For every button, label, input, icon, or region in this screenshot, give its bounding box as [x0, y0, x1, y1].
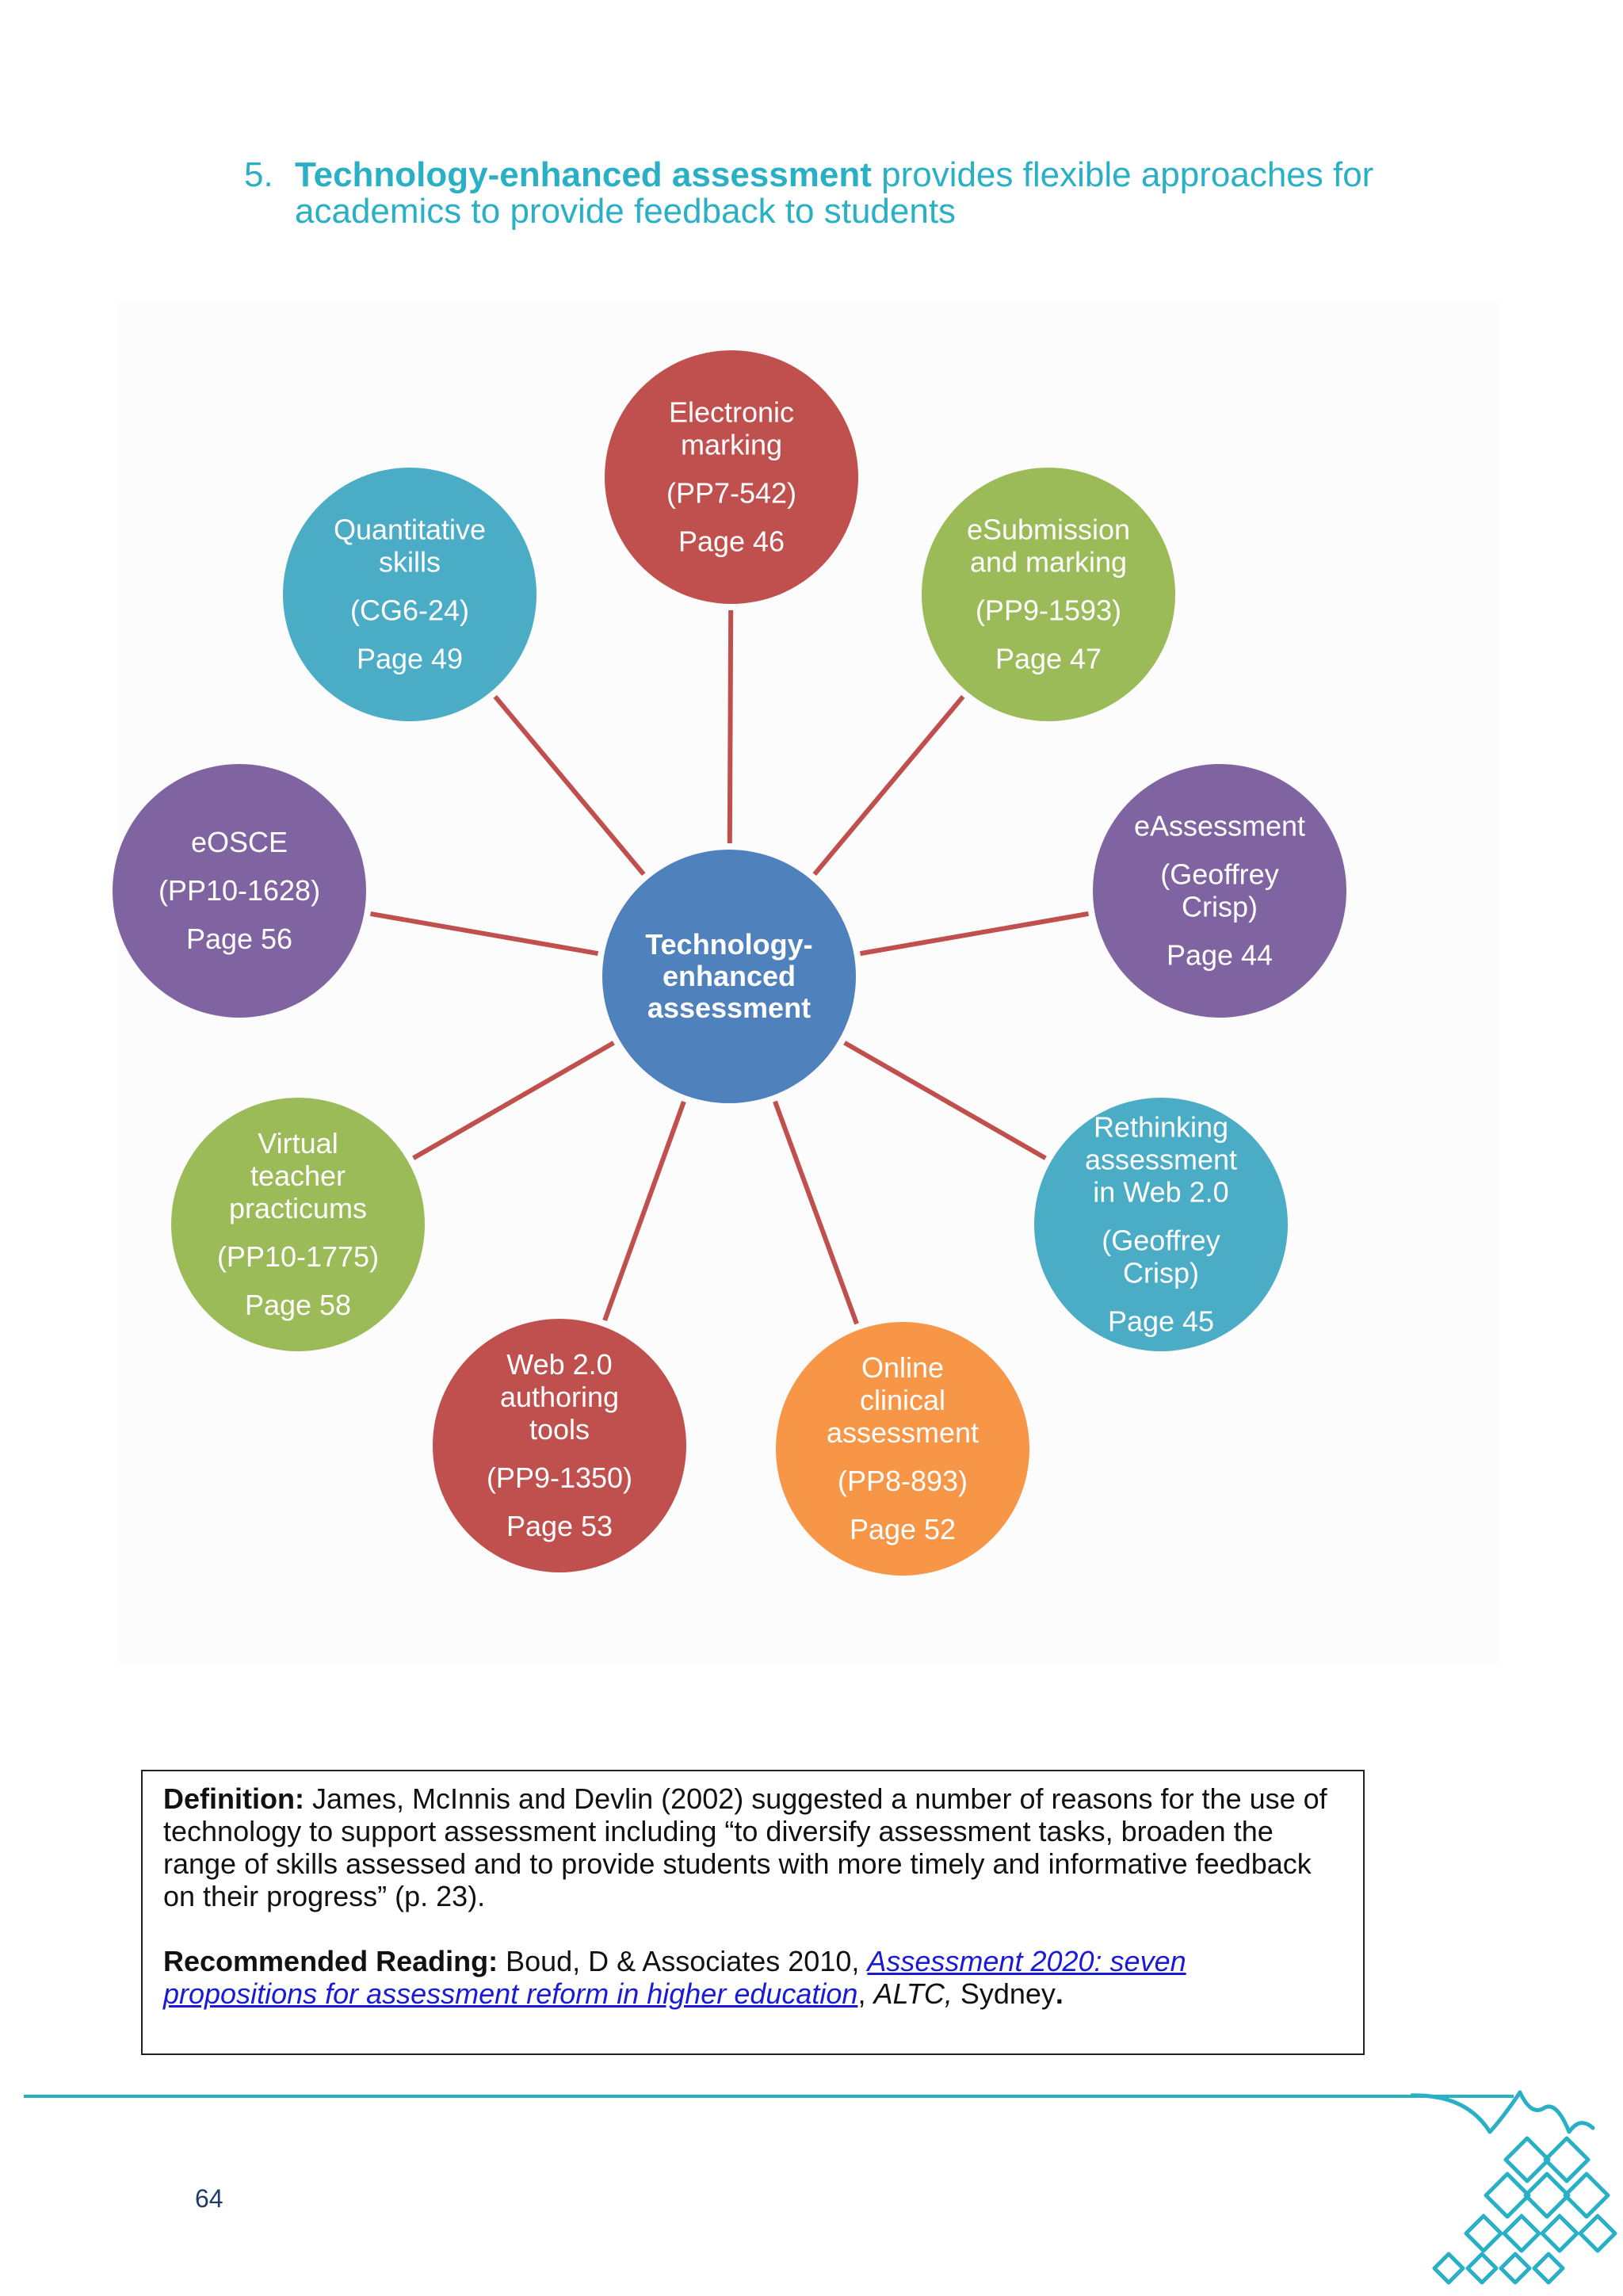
- node-label-line: Page 45: [1108, 1305, 1214, 1338]
- node-label-line: Online: [861, 1351, 944, 1384]
- connector-rethinking-assessment: [843, 1041, 1047, 1160]
- node-label-line: Page 44: [1167, 939, 1273, 972]
- node-label-line: eAssessment: [1134, 810, 1305, 842]
- node-label-line: Page 49: [357, 643, 463, 675]
- node-label-line: (Geoffrey: [1160, 858, 1278, 891]
- heading-rest: provides flexible approaches for academi…: [295, 155, 1374, 231]
- definition-label: Definition:: [163, 1782, 304, 1815]
- node-circle: [776, 1322, 1029, 1576]
- center-label-line: assessment: [647, 991, 811, 1024]
- connector-eassessment: [859, 911, 1090, 957]
- node-circle: [605, 350, 858, 604]
- node-label-line: marking: [681, 429, 782, 461]
- reading-text: Boud, D & Associates 2010,: [506, 1945, 860, 1977]
- reading-label: Recommended Reading:: [163, 1945, 498, 1977]
- node-label-line: Page 46: [678, 525, 785, 558]
- node-label-line: Quantitative: [334, 514, 486, 546]
- connector-online-clinical-assessment: [773, 1100, 859, 1325]
- node-label-line: teacher: [250, 1159, 346, 1192]
- node-label-line: assessment: [827, 1416, 979, 1449]
- node-label-line: Rethinking: [1094, 1111, 1228, 1144]
- connector-quantitative-skills: [493, 694, 646, 877]
- node-label-line: clinical: [860, 1384, 945, 1416]
- node-label-line: (CG6-24): [350, 594, 469, 627]
- node-label-line: (PP8-893): [838, 1465, 968, 1497]
- node-label-line: (PP7-542): [666, 477, 796, 510]
- connector-virtual-teacher-practicums: [412, 1041, 615, 1160]
- node-circle: [433, 1319, 686, 1572]
- section-number: 5.: [244, 155, 273, 194]
- node-circle: [113, 764, 366, 1018]
- connector-esubmission-and-marking: [812, 694, 965, 877]
- node-label-line: (PP10-1628): [158, 874, 320, 907]
- node-label-line: tools: [529, 1413, 590, 1446]
- node-label-line: (Geoffrey: [1102, 1224, 1220, 1257]
- node-label-line: in Web 2.0: [1093, 1176, 1228, 1209]
- center-label-line: enhanced: [663, 960, 796, 992]
- heading-bold-term: Technology-enhanced assessment: [295, 155, 872, 194]
- node-label-line: Page 53: [506, 1510, 613, 1542]
- node-label-line: Electronic: [669, 396, 794, 429]
- reading-paragraph: Recommended Reading: Boud, D & Associate…: [163, 1945, 1186, 2010]
- node-label-line: authoring: [500, 1381, 619, 1413]
- node-label-line: Virtual: [258, 1127, 338, 1159]
- footer-wave-logo: [1411, 2090, 1617, 2285]
- node-label-line: Page 47: [995, 643, 1102, 675]
- node-label-line: Crisp): [1182, 891, 1258, 923]
- connector-web2-authoring-tools: [602, 1100, 686, 1322]
- node-circle: [922, 468, 1175, 721]
- node-label-line: (PP10-1775): [217, 1240, 379, 1273]
- node-label-line: eSubmission: [967, 514, 1130, 546]
- node-label-line: Page 58: [245, 1289, 351, 1321]
- node-label-line: Crisp): [1123, 1257, 1199, 1289]
- reading-place: Sydney: [960, 1977, 1056, 2010]
- section-heading-text: Technology-enhanced assessment provides …: [295, 157, 1420, 230]
- footer-rule: [24, 2095, 1514, 2098]
- connector-lines: [369, 609, 1090, 1325]
- connector-eosce: [369, 911, 599, 957]
- center-circle: [602, 850, 856, 1103]
- page-number: 64: [195, 2184, 223, 2213]
- reading-end: .: [1055, 1977, 1064, 2010]
- node-label-line: eOSCE: [191, 826, 288, 858]
- node-circle: [283, 468, 537, 721]
- node-label-line: assessment: [1085, 1144, 1237, 1176]
- node-circle: [1034, 1098, 1288, 1351]
- node-label-line: and marking: [970, 546, 1127, 579]
- node-label-line: Page 52: [850, 1513, 956, 1545]
- node-circle: [171, 1098, 425, 1351]
- definition-text: James, McInnis and Devlin (2002) suggest…: [163, 1782, 1327, 1912]
- reading-publisher: ALTC,: [873, 1977, 953, 2010]
- definition-box: Definition: James, McInnis and Devlin (2…: [141, 1770, 1365, 2055]
- definition-paragraph: Definition: James, McInnis and Devlin (2…: [163, 1782, 1342, 1912]
- node-label-line: Web 2.0: [506, 1348, 612, 1381]
- node-label-line: (PP9-1593): [976, 594, 1121, 627]
- node-label-line: (PP9-1350): [487, 1461, 632, 1494]
- center-label-line: Technology-: [645, 928, 812, 961]
- node-circle: [1093, 764, 1346, 1018]
- connector-electronic-marking: [727, 609, 734, 844]
- node-label-line: skills: [379, 546, 441, 579]
- node-eosce: eOSCE (PP10-1628) Page 56: [113, 764, 366, 1018]
- reading-link[interactable]: Assessment 2020: seven propositions for …: [163, 1945, 1186, 2010]
- node-label-line: practicums: [229, 1192, 367, 1224]
- node-label-line: Page 56: [186, 923, 292, 955]
